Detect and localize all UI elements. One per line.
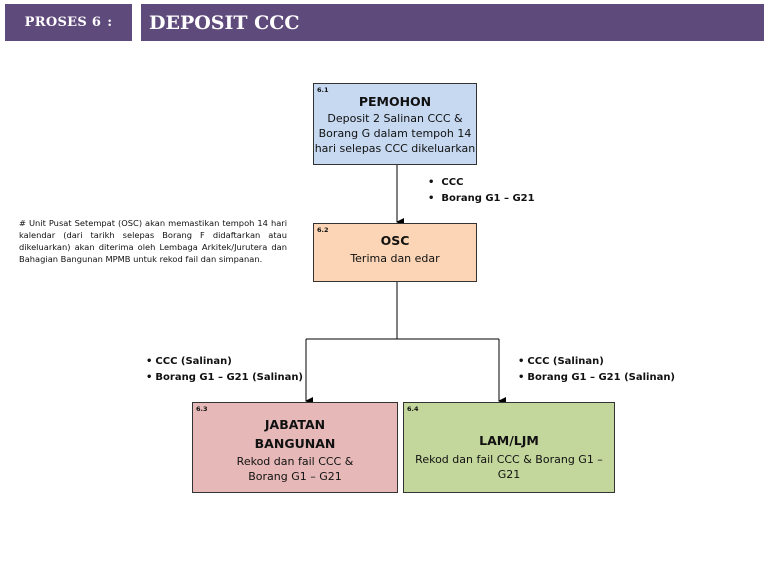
step-title-line: BANGUNAN <box>254 436 336 451</box>
step-pemohon-box: 6.1 PEMOHON Deposit 2 Salinan CCC & Bora… <box>313 83 477 165</box>
list-item: CCC <box>428 175 535 191</box>
step-title-line: JABATAN <box>264 417 326 432</box>
step-osc-box: 6.2 OSC Terima dan edar <box>313 223 477 282</box>
step-desc-line: Rekod dan fail CCC & <box>236 455 354 468</box>
title-banner: DEPOSIT CCC <box>141 4 764 41</box>
page-title: DEPOSIT CCC <box>149 11 300 34</box>
osc-note: # Unit Pusat Setempat (OSC) akan memasti… <box>19 218 287 264</box>
list-item: Borang G1 – G21 <box>428 191 534 207</box>
step-desc-line: Borang G dalam tempoh 14 <box>318 127 472 140</box>
list-to-osc: CCC Borang G1 – G21 <box>428 175 535 207</box>
step-desc-line: Terima dan edar <box>350 252 440 265</box>
step-lam-box: 6.4 LAM/LJM Rekod dan fail CCC & Borang … <box>403 402 615 493</box>
list-item: CCC (Salinan) <box>518 354 675 370</box>
step-title: LAM/LJM <box>479 433 539 448</box>
step-jabatan-box: 6.3 JABATAN BANGUNAN Rekod dan fail CCC … <box>192 402 398 493</box>
list-item: CCC (Salinan) <box>146 354 303 370</box>
step-number: 6.3 <box>196 405 208 413</box>
step-desc-line: hari selepas CCC dikeluarkan <box>314 142 476 155</box>
process-label: PROSES 6 <box>24 15 102 30</box>
step-title: PEMOHON <box>358 94 432 109</box>
step-number: 6.2 <box>317 226 329 234</box>
process-label-banner: PROSES 6 : <box>5 4 132 41</box>
step-number: 6.4 <box>407 405 419 413</box>
list-item: Borang G1 – G21 (Salinan) <box>518 370 675 386</box>
step-title: OSC <box>380 233 410 248</box>
step-desc-line: Borang G1 – G21 <box>248 470 342 483</box>
list-to-jabatan: CCC (Salinan) Borang G1 – G21 (Salinan) <box>146 354 303 386</box>
step-desc-line: Deposit 2 Salinan CCC & <box>327 112 463 125</box>
list-to-lam: CCC (Salinan) Borang G1 – G21 (Salinan) <box>518 354 675 386</box>
process-separator: : <box>107 15 113 30</box>
step-desc-line: Rekod dan fail CCC & Borang G1 – G21 <box>415 453 603 481</box>
step-number: 6.1 <box>317 86 329 94</box>
list-item: Borang G1 – G21 (Salinan) <box>146 370 303 386</box>
